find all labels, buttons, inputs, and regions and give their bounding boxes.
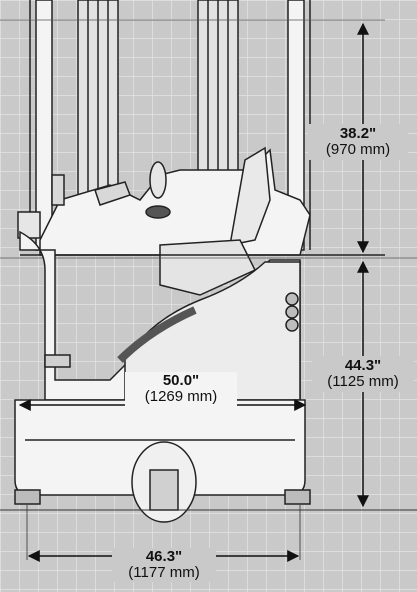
overhead-height-value: 38.2" xyxy=(339,125,377,142)
base-width-label: 46.3" (1177 mm) xyxy=(112,548,216,582)
overhead-height-metric: (970 mm) xyxy=(325,140,391,158)
seat-height-metric: (1125 mm) xyxy=(327,372,399,390)
truck-body xyxy=(19,230,301,401)
operator-compartment xyxy=(17,146,311,296)
chassis-width-value: 50.0" xyxy=(162,372,200,389)
overhead-height-label: 38.2" (970 mm) xyxy=(308,124,408,160)
seat-height-value: 44.3" xyxy=(344,357,382,374)
chassis-width-label: 50.0" (1269 mm) xyxy=(125,372,237,406)
base-width-metric: (1177 mm) xyxy=(128,563,200,581)
drive-wheel xyxy=(131,441,197,523)
base-width-value: 46.3" xyxy=(145,548,183,565)
chassis-width-metric: (1269 mm) xyxy=(144,387,218,405)
seat-height-label: 44.3" (1125 mm) xyxy=(312,356,414,392)
